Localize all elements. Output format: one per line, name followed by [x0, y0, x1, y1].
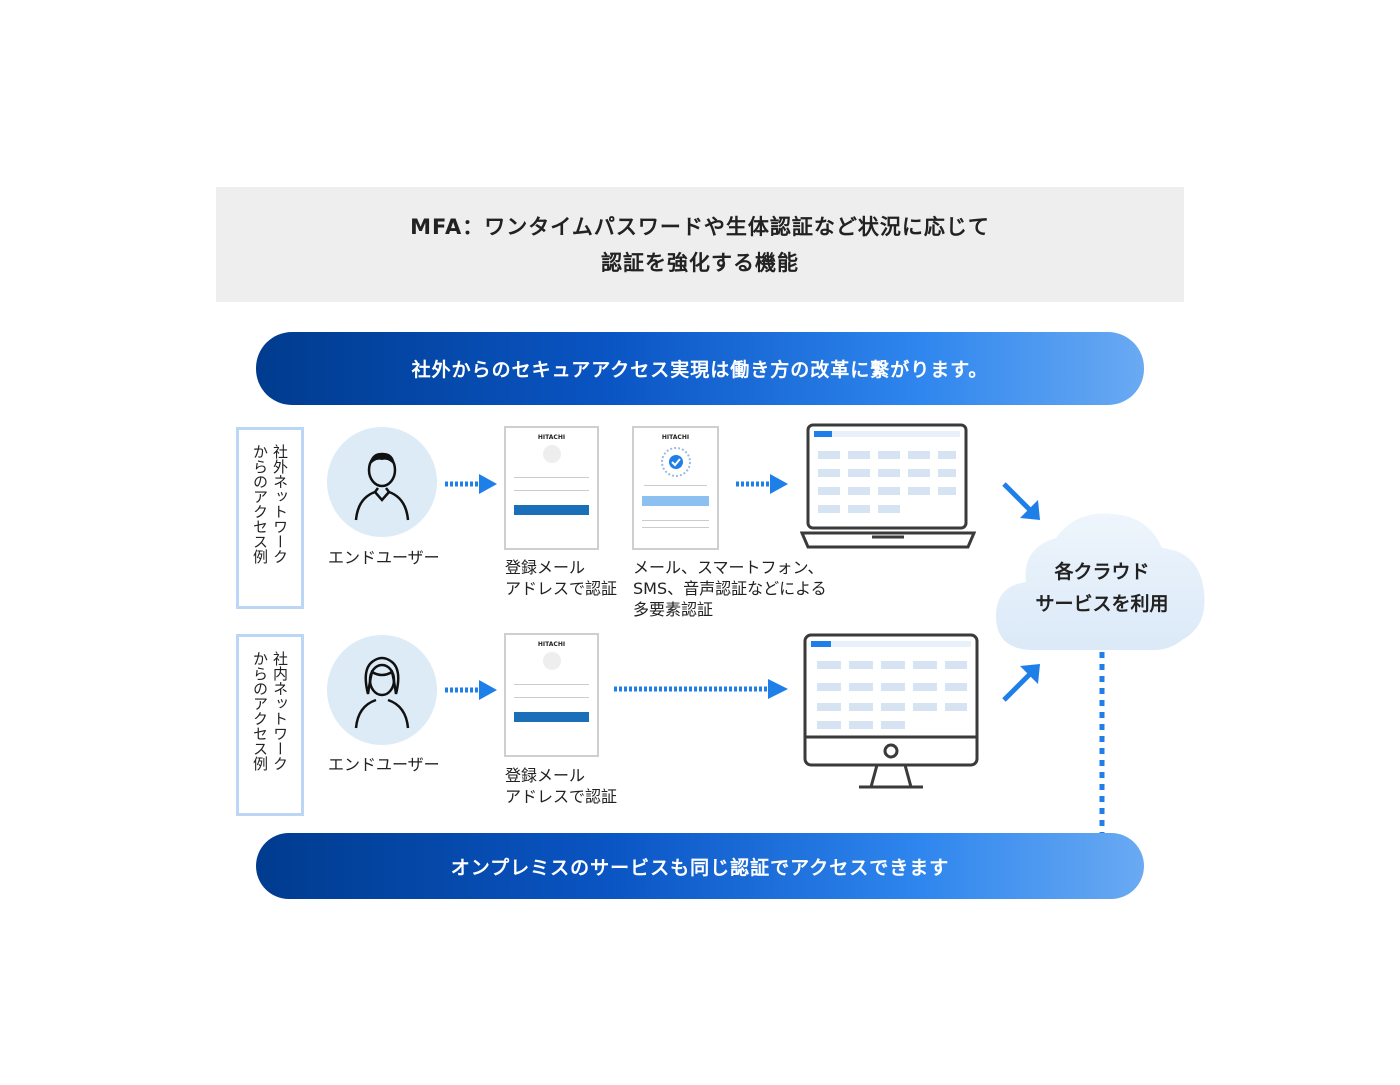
side-label-internal-col2: からのアクセス例 [251, 651, 269, 771]
banner-top: 社外からのセキュアアクセス実現は働き方の改革に繋がります。 [256, 332, 1144, 405]
cloud-icon [996, 513, 1205, 650]
side-label-internal-col1: 社内ネットワーク [271, 651, 289, 771]
desktop-monitor-icon [803, 633, 979, 789]
step1-label-external: 登録メール アドレスで認証 [505, 557, 617, 599]
login-screen-external: HITACHI [504, 426, 599, 550]
banner-top-text: 社外からのセキュアアクセス実現は働き方の改革に繋がります。 [411, 359, 989, 381]
title-line-2: 認証を強化する機能 [601, 250, 799, 275]
banner-bottom: オンプレミスのサービスも同じ認証でアクセスできます [256, 833, 1144, 899]
step2-line2: SMS、音声認証などによる [633, 579, 827, 598]
user-label-internal: エンドユーザー [328, 755, 440, 774]
arrow-right-icon [736, 474, 788, 494]
banner-bottom-text: オンプレミスのサービスも同じ認証でアクセスできます [450, 856, 950, 879]
arrow-right-icon [445, 680, 497, 700]
title-line-1: MFA：ワンタイムパスワードや生体認証など状況に応じて [410, 214, 990, 239]
side-label-internal: 社内ネットワーク からのアクセス例 [236, 634, 304, 816]
side-label-external: 社外ネットワーク からのアクセス例 [236, 427, 304, 609]
user-label-external: エンドユーザー [328, 548, 440, 567]
dotted-connector [1099, 652, 1105, 836]
arrow-right-icon [445, 474, 497, 494]
male-user-icon [327, 427, 437, 537]
brand-logo-mfa: HITACHI [661, 434, 690, 441]
arrow-long-right-icon [614, 679, 788, 699]
arrow-diagonal-up-icon [1002, 664, 1040, 702]
cloud-label: 各クラウド サービスを利用 [1004, 556, 1200, 620]
brand-logo: HITACHI [537, 434, 566, 441]
step2-label: メール、スマートフォン、 SMS、音声認証などによる 多要素認証 [633, 557, 827, 620]
step1-line1: 登録メール [505, 558, 586, 577]
step1-label-internal: 登録メール アドレスで認証 [505, 765, 617, 807]
shield-check-icon [660, 447, 691, 477]
arrow-diagonal-down-icon [1002, 482, 1040, 520]
step2-line3: 多要素認証 [633, 600, 714, 619]
cloud-line1: 各クラウド [1054, 561, 1150, 583]
login-screen-internal: HITACHI [504, 633, 599, 757]
title-panel: MFA：ワンタイムパスワードや生体認証など状況に応じて 認証を強化する機能 [216, 187, 1184, 302]
female-user-icon [327, 635, 437, 745]
cloud-line2: サービスを利用 [1035, 593, 1169, 615]
side-label-external-col2: からのアクセス例 [251, 444, 269, 564]
internal-step1-line2: アドレスで認証 [505, 787, 618, 806]
side-label-external-col1: 社外ネットワーク [271, 444, 289, 564]
step2-line1: メール、スマートフォン、 [633, 558, 824, 577]
laptop-icon [800, 423, 976, 549]
step1-line2: アドレスで認証 [505, 579, 618, 598]
brand-logo-internal: HITACHI [537, 641, 566, 648]
mfa-screen: HITACHI [632, 426, 719, 550]
internal-step1-line1: 登録メール [505, 766, 586, 785]
